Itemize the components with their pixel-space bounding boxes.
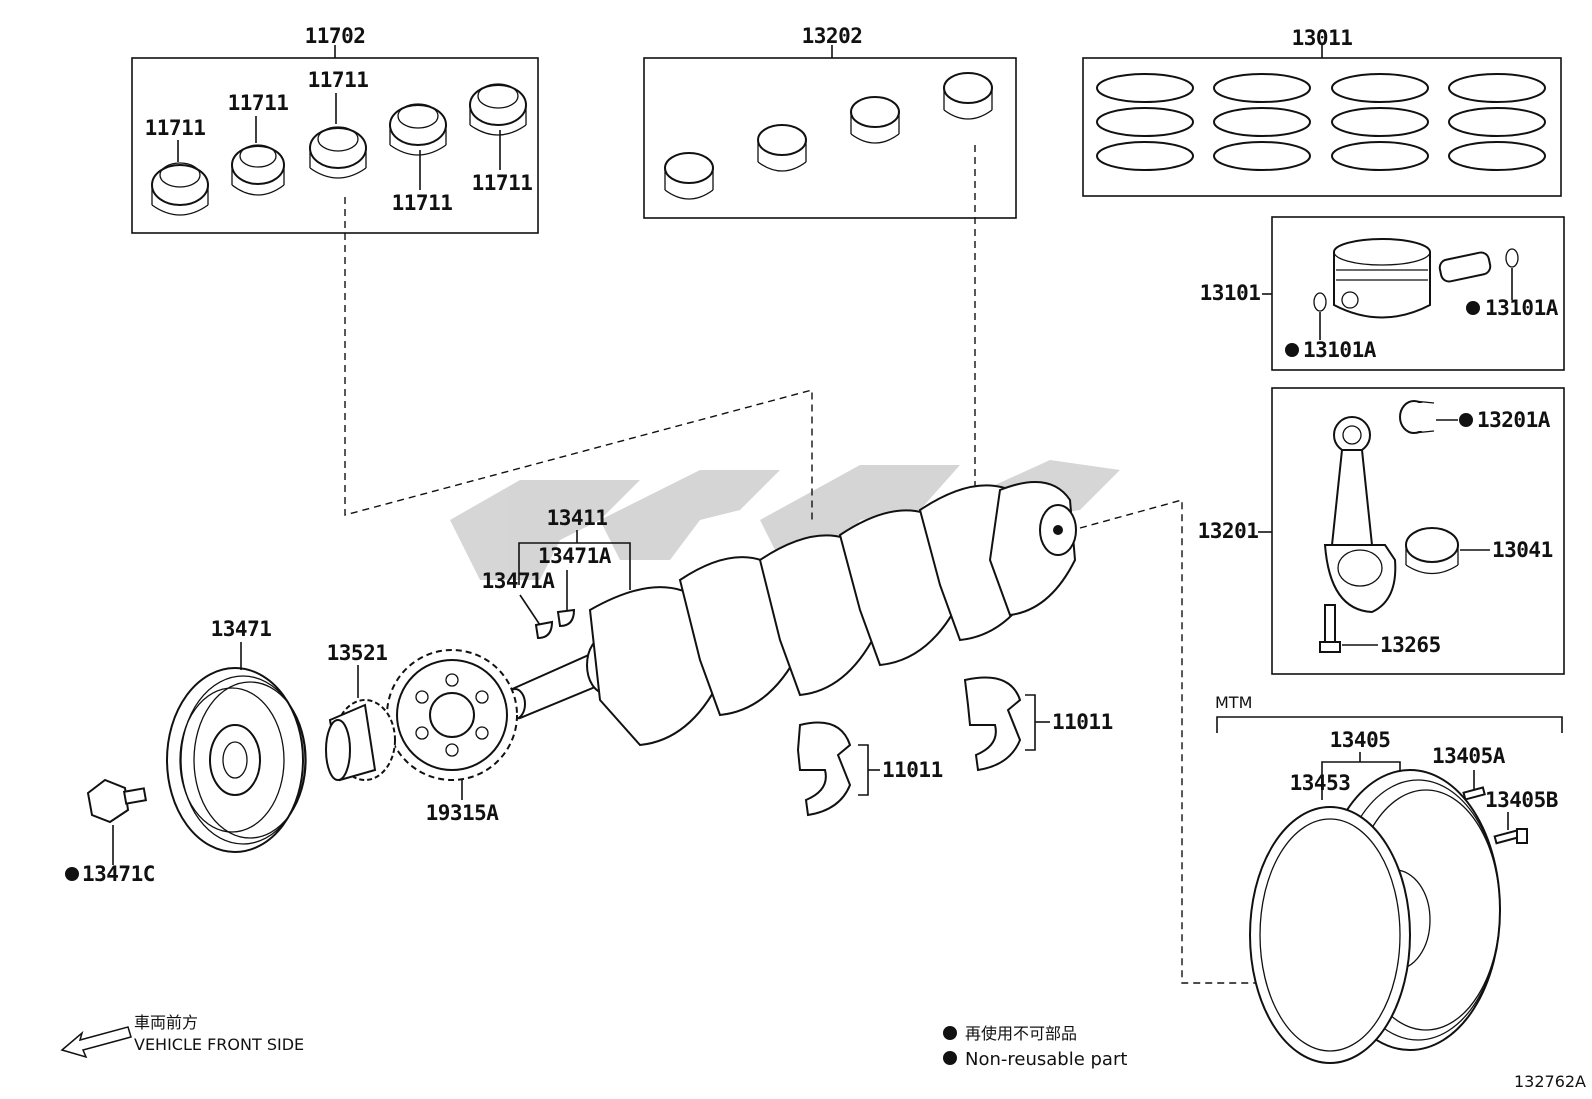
label-11702: 11702 (305, 24, 366, 48)
woodruff-key-1 (534, 620, 554, 640)
vehicle-front-indicator: 車両前方 VEHICLE FRONT SIDE (60, 1013, 304, 1059)
rod-bearing-4 (943, 72, 993, 120)
label-13405A: 13405A (1432, 744, 1506, 768)
crank-timing-gear (386, 649, 518, 781)
ring-gear (1249, 806, 1411, 1064)
piston-rings (1096, 73, 1546, 171)
rod-bearing-3 (850, 96, 900, 144)
non-reusable-dot (65, 867, 79, 881)
conrod-bolt (1319, 604, 1341, 653)
legend-en: Non-reusable part (965, 1049, 1127, 1070)
non-reusable-dot (1459, 413, 1473, 427)
front-arrow-icon (60, 1026, 132, 1059)
figure-id: 132762A (1514, 1072, 1586, 1091)
label-13011: 13011 (1292, 26, 1353, 50)
piston-ring-set-box: 13011 (1082, 26, 1562, 197)
label-13521: 13521 (327, 641, 388, 665)
label-13201A: 13201A (1477, 408, 1551, 432)
bearing-set-box: 11702 (131, 24, 539, 234)
main-bearing-1 (151, 162, 209, 216)
label-13471: 13471 (211, 617, 272, 641)
main-bearing-2 (231, 144, 285, 196)
conrod-bush (1399, 400, 1435, 434)
main-bearing-3 (309, 126, 367, 179)
label-13265: 13265 (1380, 633, 1441, 657)
dashed-leaders (344, 145, 1290, 984)
legend-dot-icon (943, 1051, 957, 1065)
piston (1333, 238, 1431, 319)
woodruff-key-group: 13411 13471A 13471A (482, 506, 631, 640)
label-13405B: 13405B (1485, 788, 1558, 812)
rod-bearing-2 (757, 124, 807, 172)
label-11011-upper: 11011 (1052, 710, 1113, 734)
label-13453: 13453 (1290, 771, 1351, 795)
label-13101: 13101 (1200, 281, 1261, 305)
label-13201: 13201 (1198, 519, 1259, 543)
thrust-washer-1 (796, 721, 852, 817)
label-13471C: 13471C (82, 862, 155, 886)
label-11711-e: 11711 (472, 171, 533, 195)
label-13471A-upper: 13471A (538, 544, 612, 568)
label-13101A-left: 13101A (1303, 338, 1377, 362)
label-11711-d: 11711 (392, 191, 453, 215)
crankshaft-pulley (166, 667, 307, 853)
woodruff-key-2 (556, 608, 576, 628)
thrust-washers: 11011 11011 (796, 676, 1113, 817)
conrod-bearing (1405, 527, 1459, 575)
flywheel-pin (1462, 786, 1486, 801)
rod-bearing-set-box: 13202 (643, 24, 1017, 219)
direction-en: VEHICLE FRONT SIDE (134, 1035, 304, 1054)
flywheel-bolt (1493, 828, 1528, 845)
label-13471A-lower: 13471A (482, 569, 556, 593)
label-13405: 13405 (1330, 728, 1391, 752)
label-13041: 13041 (1492, 538, 1553, 562)
main-bearing-5 (469, 83, 527, 136)
direction-jp: 車両前方 (134, 1013, 198, 1032)
rod-bearing-1 (664, 152, 714, 200)
label-13411: 13411 (547, 506, 608, 530)
label-19315A: 19315A (426, 801, 500, 825)
legend-jp: 再使用不可部品 (965, 1024, 1077, 1043)
thrust-washer-2 (963, 676, 1022, 772)
legend: 再使用不可部品 Non-reusable part (943, 1024, 1127, 1070)
connecting-rod (1323, 416, 1397, 614)
label-11711-c: 11711 (308, 68, 369, 92)
piston-box: 13101 13101A 13101A (1200, 216, 1565, 371)
pulley-bolt (86, 778, 148, 824)
non-reusable-dot (1466, 301, 1480, 315)
piston-pin-clip-right (1505, 248, 1519, 268)
mtm-section: MTM 13405 13453 13405A 13405B (1215, 693, 1563, 1064)
conrod-box: 13201 13201A 13041 13265 (1198, 387, 1565, 675)
label-11711-a: 11711 (145, 116, 206, 140)
crank-sprocket (325, 699, 396, 782)
label-11711-b: 11711 (228, 91, 289, 115)
label-13101A-right: 13101A (1485, 296, 1559, 320)
non-reusable-dot (1285, 343, 1299, 357)
legend-dot-icon (943, 1026, 957, 1040)
piston-pin-clip-left (1313, 292, 1327, 312)
label-13202: 13202 (802, 24, 863, 48)
main-bearing-4 (389, 103, 447, 156)
label-mtm: MTM (1215, 693, 1252, 712)
piston-pin (1438, 251, 1492, 283)
label-11011-lower: 11011 (882, 758, 943, 782)
